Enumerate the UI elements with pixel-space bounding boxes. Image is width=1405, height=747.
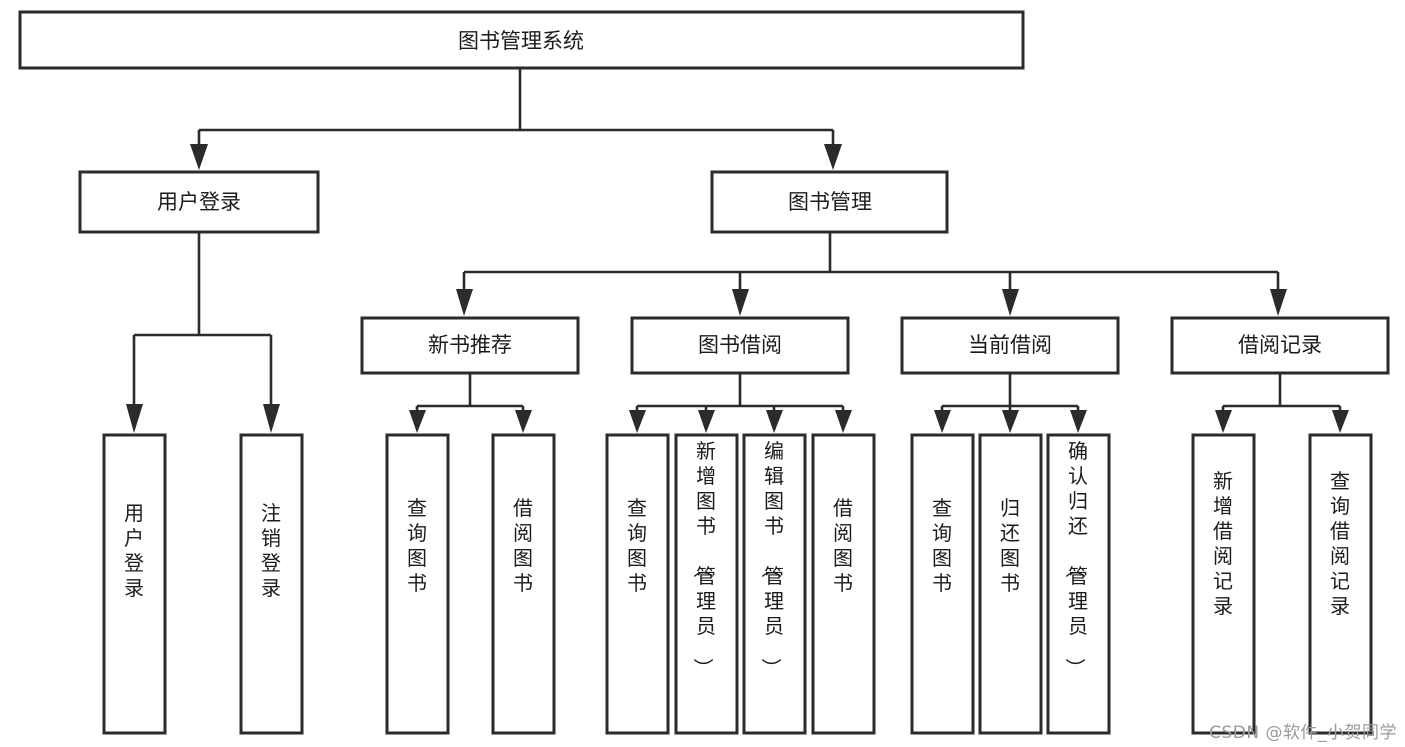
node-title-label: 图书管理系统: [458, 29, 584, 53]
leaf-query-book-1-label: 查询图书: [407, 496, 427, 595]
leaf-borrow-book-1[interactable]: 借阅图书: [491, 433, 556, 735]
node-user-login-label: 用户登录: [157, 190, 241, 214]
arrow-head-leaf-logout-login: [263, 404, 280, 433]
arrow-head-book-management: [824, 144, 842, 170]
leaf-borrow-book-1-box[interactable]: [491, 433, 556, 735]
node-current-borrow-label: 当前借阅: [968, 333, 1052, 357]
arrow-head-leaf-return-book: [1002, 410, 1019, 433]
node-book-borrow-label: 图书借阅: [698, 333, 782, 357]
leaf-add-book-box[interactable]: [674, 433, 739, 735]
arrow-head-leaf-borrow-book-1: [515, 410, 532, 433]
leaf-borrow-book-2-label: 借阅图书: [833, 496, 853, 595]
leaf-query-record-box[interactable]: [1308, 433, 1373, 735]
node-borrow-record-label: 借阅记录: [1238, 333, 1322, 357]
leaf-edit-book-label: 编辑图书（管理员）: [759, 439, 784, 678]
node-new-book-recommend-label: 新书推荐: [428, 333, 512, 357]
leaf-add-record[interactable]: 新增借阅记录: [1191, 433, 1256, 735]
leaf-return-book[interactable]: 归还图书: [978, 433, 1043, 735]
node-title-box[interactable]: [18, 10, 1025, 70]
leaf-borrow-book-2-box[interactable]: [811, 433, 876, 735]
leaf-borrow-book-1-label: 借阅图书: [513, 496, 533, 595]
arrow-head-leaf-add-book: [698, 410, 715, 433]
node-current-borrow-box[interactable]: [900, 316, 1120, 375]
leaf-edit-book[interactable]: 编辑图书（管理员）: [742, 433, 807, 735]
leaf-user-login[interactable]: 用户登录: [102, 433, 167, 735]
leaf-query-book-1[interactable]: 查询图书: [385, 433, 450, 735]
arrow-head-leaf-confirm-return: [1070, 410, 1087, 433]
node-user-login-box[interactable]: [78, 170, 320, 234]
leaf-return-book-label: 归还图书: [1000, 496, 1020, 595]
leaf-query-record[interactable]: 查询借阅记录: [1308, 433, 1373, 735]
node-current-borrow[interactable]: 当前借阅: [900, 316, 1120, 375]
arrow-head-leaf-edit-book: [766, 410, 783, 433]
arrow-head-borrow-record: [1270, 289, 1287, 316]
node-book-management-label: 图书管理: [788, 190, 872, 214]
arrow-head-current-borrow: [1002, 289, 1019, 316]
leaf-user-login-box[interactable]: [102, 433, 167, 735]
arrow-head-leaf-query-book-3: [934, 410, 951, 433]
arrow-head-leaf-query-book-1: [409, 410, 426, 433]
leaf-query-book-3[interactable]: 查询图书: [910, 433, 975, 735]
node-title[interactable]: 图书管理系统: [18, 10, 1025, 70]
leaf-query-book-2-box[interactable]: [605, 433, 670, 735]
arrow-head-user-login: [190, 144, 208, 170]
leaf-logout-login-label: 注销登录: [261, 501, 281, 600]
leaf-query-book-3-label: 查询图书: [932, 496, 952, 595]
leaf-borrow-book-2[interactable]: 借阅图书: [811, 433, 876, 735]
arrow-head-leaf-borrow-book-2: [835, 410, 852, 433]
node-borrow-record[interactable]: 借阅记录: [1170, 316, 1390, 375]
node-book-management-box[interactable]: [710, 170, 949, 234]
leaf-confirm-return[interactable]: 确认归还（管理员）: [1046, 433, 1111, 735]
arrow-head-leaf-query-book-2: [629, 410, 646, 433]
arrow-head-new-book: [456, 289, 473, 316]
leaf-query-book-3-box[interactable]: [910, 433, 975, 735]
leaf-return-book-box[interactable]: [978, 433, 1043, 735]
leaf-add-book[interactable]: 新增图书（管理员）: [674, 433, 739, 735]
arrow-head-leaf-user-login: [126, 404, 143, 433]
leaf-query-book-2-label: 查询图书: [627, 496, 647, 595]
node-book-management[interactable]: 图书管理: [710, 170, 949, 234]
node-new-book-recommend[interactable]: 新书推荐: [360, 316, 580, 375]
leaf-add-record-label: 新增借阅记录: [1213, 469, 1233, 618]
node-borrow-record-box[interactable]: [1170, 316, 1390, 375]
arrow-head-leaf-add-record: [1215, 410, 1232, 433]
leaf-query-book-1-box[interactable]: [385, 433, 450, 735]
connector-layer: [126, 68, 1349, 433]
leaf-confirm-return-label: 确认归还（管理员）: [1063, 439, 1088, 678]
arrow-head-book-borrow: [732, 289, 749, 316]
leaf-logout-login-box[interactable]: [239, 433, 304, 735]
leaf-confirm-return-box[interactable]: [1046, 433, 1111, 735]
leaf-user-login-label: 用户登录: [124, 501, 144, 600]
node-book-borrow-box[interactable]: [630, 316, 850, 375]
leaf-query-book-2[interactable]: 查询图书: [605, 433, 670, 735]
leaf-add-record-box[interactable]: [1191, 433, 1256, 735]
node-user-login[interactable]: 用户登录: [78, 170, 320, 234]
leaf-logout-login[interactable]: 注销登录: [239, 433, 304, 735]
leaf-add-book-label: 新增图书（管理员）: [691, 439, 716, 678]
node-new-book-recommend-box[interactable]: [360, 316, 580, 375]
leaf-edit-book-box[interactable]: [742, 433, 807, 735]
node-book-borrow[interactable]: 图书借阅: [630, 316, 850, 375]
leaf-query-record-label: 查询借阅记录: [1330, 469, 1350, 618]
arrow-head-leaf-query-record: [1332, 410, 1349, 433]
